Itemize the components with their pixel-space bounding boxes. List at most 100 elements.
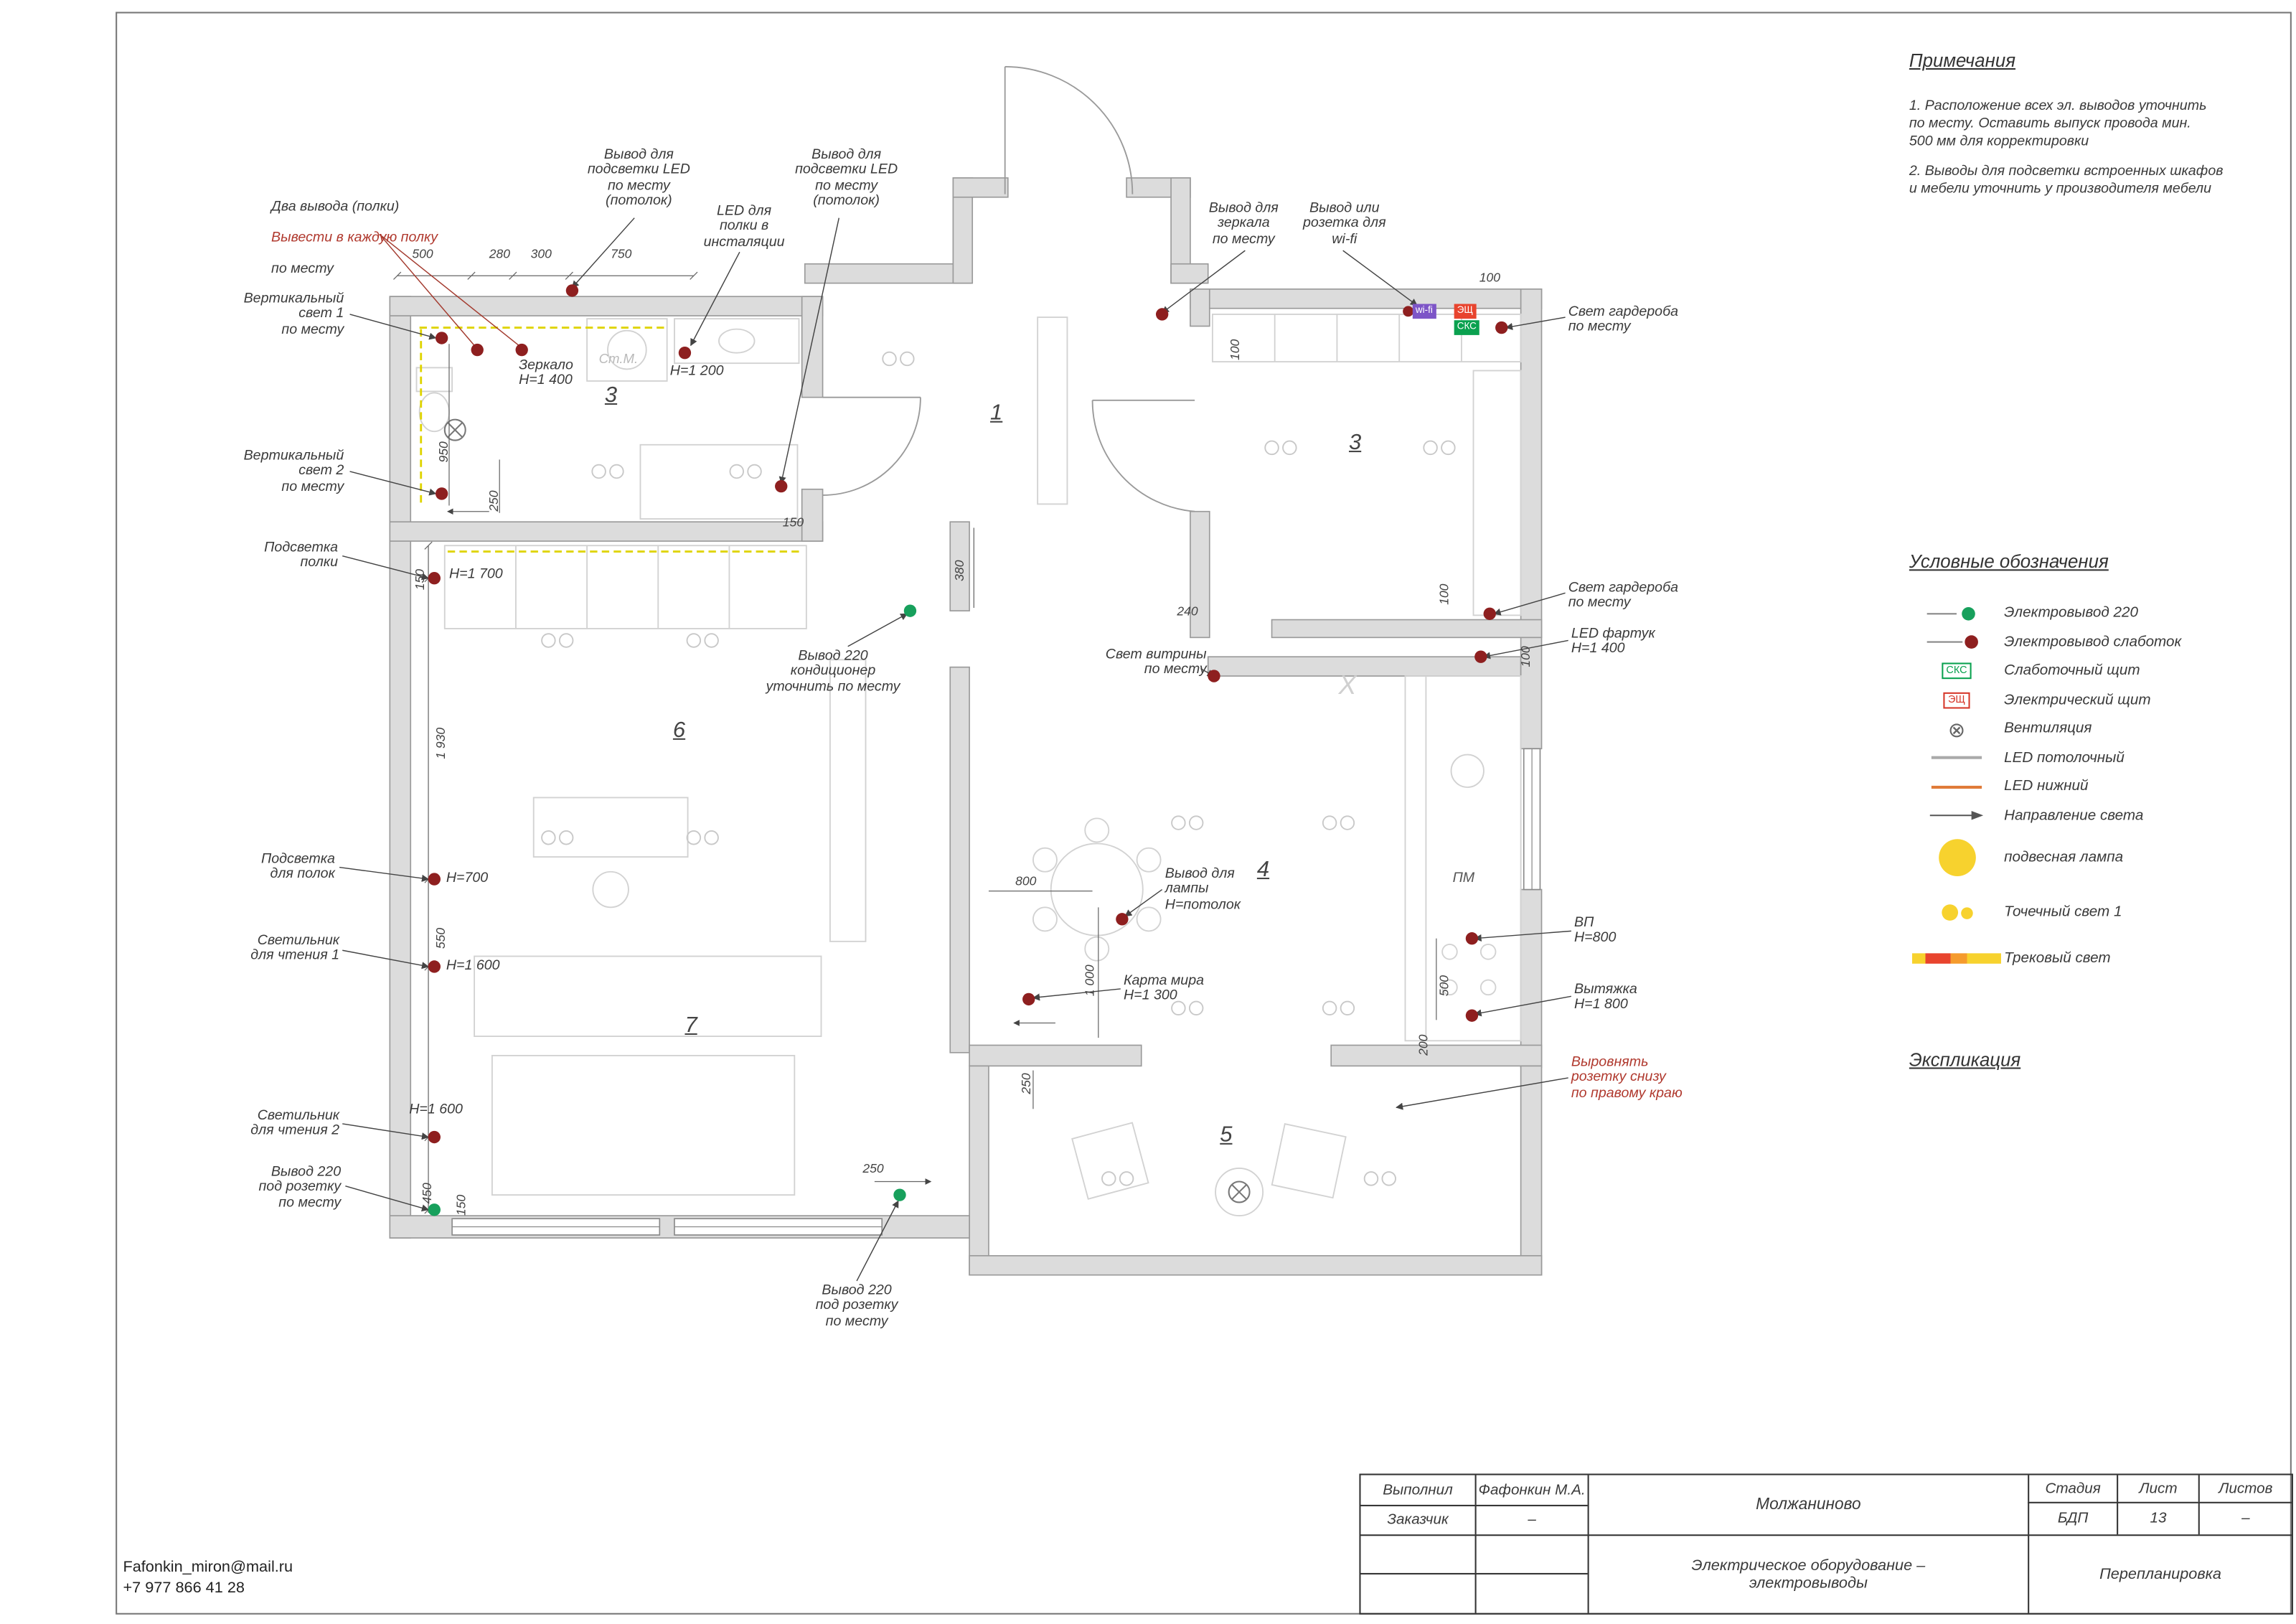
annotation-shelves-light: Подсветка для полок — [261, 850, 335, 883]
dimension-label: 800 — [1015, 873, 1037, 888]
legend-label: LED потолочный — [2004, 749, 2125, 766]
dimension-label: 100 — [1518, 646, 1533, 667]
legend-label: Направление света — [2004, 807, 2144, 825]
electric-panel-icon: ЭЩ — [1909, 692, 2004, 708]
annotation-led-shelf-installation: LED для полки в инсталяции — [703, 203, 785, 250]
tb-stage-value: БДП — [2028, 1501, 2117, 1535]
room-number-5: 5 — [1220, 1122, 1233, 1148]
tb-sheet-label: Лист — [2117, 1475, 2198, 1502]
tb-sheets-label: Листов — [2198, 1475, 2292, 1502]
spotlights — [541, 351, 1456, 1186]
tb-project-name: Молжаниново — [1587, 1475, 2028, 1535]
outlet-dots-220 — [428, 604, 917, 1216]
dimension-label: 250 — [862, 1160, 884, 1176]
dimension-label: 100 — [1479, 269, 1501, 285]
annotation-two-shelf-outlets: Два вывода (полки) Вывести в каждую полк… — [271, 185, 456, 294]
tb-performed-label: Выполнил — [1383, 1481, 1453, 1498]
legend-title: Условные обозначения — [1909, 551, 2109, 573]
annotation-led-output-2: Вывод для подсветки LED по месту (потоло… — [795, 146, 898, 210]
tb-customer-value: – — [1474, 1504, 1588, 1535]
annotation-ac-outlet: Вывод 220 кондиционер уточнить по месту — [766, 647, 900, 695]
annotation-lamp-outlet: Вывод для лампы Н=потолок — [1165, 865, 1241, 914]
esh-chip-label: ЭЩ — [1943, 692, 1970, 708]
annotation-world-map: Карта мира Н=1 300 — [1123, 972, 1205, 1005]
tb-sheet-title: Электрическое оборудование – электровыво… — [1587, 1534, 2028, 1613]
dimension-label: 250 — [1018, 1073, 1033, 1094]
legend-item-ventilation: ⊗ Вентиляция — [1909, 715, 2295, 743]
note-1: 1. Расположение всех эл. выводов уточнит… — [1909, 98, 2207, 150]
wifi-outlet-chip: wi-fi — [1412, 304, 1436, 319]
legend-item-electric-panel: ЭЩ Электрический щит — [1909, 685, 2295, 714]
legend-label: LED нижний — [2004, 779, 2089, 795]
tb-empty-cell — [1360, 1534, 1475, 1573]
tb-stage-label: Стадия — [2028, 1475, 2117, 1502]
explication-title: Экспликация — [1909, 1049, 2021, 1071]
dimension-label: 500 — [1436, 975, 1452, 997]
windows — [451, 748, 1541, 1236]
shaft-x-mark: X — [1338, 670, 1357, 700]
annotation-mirror: Зеркало Н=1 400 — [519, 357, 573, 390]
contact-info: Fafonkin_miron@mail.ru +7 977 866 41 28 — [123, 1557, 293, 1599]
annotation-h1700: Н=1 700 — [448, 566, 503, 583]
room-number-3-wardrobe: 3 — [1348, 430, 1362, 456]
dimension-label: 280 — [489, 245, 511, 261]
legend-label: Вентиляция — [2004, 721, 2092, 738]
pendant-lamp-icon — [1909, 839, 2004, 876]
legend-label: Электровывод 220 — [2004, 605, 2138, 622]
dimension-label: 150 — [412, 568, 427, 591]
legend-item-light-direction: Направление света — [1909, 802, 2295, 830]
dishwasher-label: ПМ — [1452, 870, 1475, 887]
legend-item-outlet-low-voltage: Электровывод слаботок — [1909, 628, 2295, 657]
legend-item-outlet-220: Электровывод 220 — [1909, 599, 2295, 628]
legend-item-spot-light: Точечный свет 1 — [1909, 885, 2295, 939]
led-ceiling-icon — [1909, 756, 2004, 760]
dimension-label: 150 — [782, 514, 804, 530]
annotation-vertical-light-2: Вертикальный свет 2 по месту — [243, 447, 344, 495]
annotation-reading-light-1: Светильник для чтения 1 — [250, 932, 340, 964]
legend: Электровывод 220 Электровывод слаботок С… — [1909, 599, 2295, 976]
sks-chip-label: СКС — [1942, 662, 1972, 680]
annotation-align-socket: Выровнять розетку снизу по правому краю — [1571, 1053, 1683, 1102]
dimension-label: 200 — [1415, 1034, 1431, 1056]
tb-doc-type: Перепланировка — [2028, 1534, 2292, 1613]
tb-empty-cell — [1474, 1572, 1588, 1613]
room-number-6: 6 — [672, 717, 686, 743]
dimension-label: 240 — [1177, 603, 1198, 619]
room-number-1: 1 — [990, 400, 1003, 426]
contact-phone: +7 977 866 41 28 — [123, 1579, 245, 1597]
legend-label: Электровывод слаботок — [2004, 634, 2182, 651]
annotation-line: Два вывода (полки) — [271, 199, 400, 216]
dimension-label: 100 — [1436, 583, 1452, 605]
annotation-socket-220-left: Вывод 220 под розетку по месту — [258, 1163, 342, 1211]
dimension-label: 100 — [1227, 339, 1243, 361]
track-light-icon — [1909, 952, 2004, 963]
contact-email: Fafonkin_miron@mail.ru — [123, 1558, 293, 1577]
dimension-label: 150 — [453, 1194, 469, 1216]
washing-machine-label: Ст.М. — [598, 351, 639, 367]
walls — [389, 177, 1543, 1276]
annotation-wardrobe-light-1: Свет гардероба по месту — [1568, 304, 1679, 336]
annotation-h1600a: Н=1 600 — [446, 957, 500, 975]
legend-item-led-ceiling: LED потолочный — [1909, 743, 2295, 772]
legend-item-low-voltage-panel: СКС Слаботочный щит — [1909, 657, 2295, 685]
dimension-label: 250 — [486, 490, 502, 512]
outlet-dots-low-voltage — [428, 284, 1508, 1144]
notes-title: Примечания — [1909, 50, 2016, 72]
dimension-label: 500 — [412, 245, 433, 261]
annotation-h700: Н=700 — [446, 870, 489, 887]
title-block: Выполнил Фафонкин М.А. Заказчик – Молжан… — [1359, 1473, 2293, 1615]
dimension-label: 1 000 — [1082, 964, 1097, 997]
outlet-220-icon — [1909, 604, 2004, 622]
annotation-h1600b: H=1 600 — [409, 1101, 463, 1118]
dimension-label: 750 — [611, 245, 632, 261]
leader-lines — [339, 217, 1571, 1282]
legend-label: Слаботочный щит — [2004, 662, 2140, 680]
light-direction-arrow-icon — [1909, 808, 2004, 823]
annotation-reading-light-2: Светильник для чтения 2 — [250, 1107, 340, 1140]
low-voltage-panel-chip: СКС — [1454, 320, 1479, 335]
dimension-lines — [393, 271, 1437, 1214]
annotation-mirror-outlet: Вывод для зеркала по месту — [1208, 200, 1279, 248]
annotation-hood: Вытяжка Н=1 800 — [1573, 981, 1637, 1013]
